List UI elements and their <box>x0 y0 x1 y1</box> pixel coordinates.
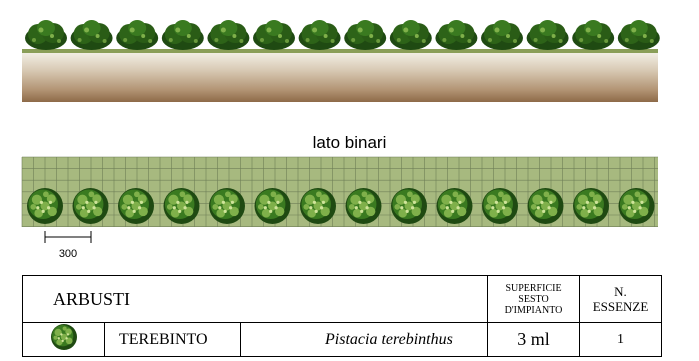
earth-embankment <box>22 52 658 102</box>
shrub-elevation-icon <box>435 20 478 50</box>
table-row: TEREBINTO Pistacia terebinthus 3 ml 1 <box>22 322 662 357</box>
plan-view <box>21 156 658 243</box>
table-header-row: ARBUSTI SUPERFICIE SESTO D'IMPIANTO N. E… <box>22 275 662 323</box>
shrub-plan-icon <box>209 188 245 224</box>
shrub-plan-icon <box>50 324 77 350</box>
shrub-elevation-icon <box>116 20 159 50</box>
shrub-plan-icon <box>527 188 564 224</box>
shrub-elevation-icon <box>389 20 432 50</box>
shrub-elevation-icon <box>344 20 387 50</box>
elevation-view <box>22 20 660 102</box>
shrub-elevation-icon <box>207 20 250 50</box>
species-icon-cell <box>22 322 105 357</box>
dimension-line <box>44 231 92 243</box>
shrub-elevation-icon <box>572 20 615 50</box>
category-label: ARBUSTI <box>22 275 488 323</box>
shrub-plan-icon <box>50 324 77 350</box>
shrub-plan-icon <box>391 188 427 224</box>
shrub-elevation-icon <box>161 20 204 50</box>
dimension-label: 300 <box>58 248 78 260</box>
shrub-plan-icon <box>482 188 518 224</box>
shrub-elevation-icon <box>25 20 67 50</box>
header-sesto: SUPERFICIE SESTO D'IMPIANTO <box>487 275 580 323</box>
shrub-plan-icon <box>72 188 109 224</box>
shrub-plan-icon <box>118 188 154 224</box>
section-label: lato binari <box>312 133 387 152</box>
shrub-plan-icon <box>163 188 200 224</box>
shrub-elevation-icon <box>298 20 341 50</box>
count-value: 1 <box>579 322 662 357</box>
latin-name: Pistacia terebinthus <box>240 322 488 357</box>
shrub-plan-icon <box>345 188 382 224</box>
shrub-plan-icon <box>436 188 473 224</box>
common-name: TEREBINTO <box>104 322 241 357</box>
sesto-value: 3 ml <box>487 322 580 357</box>
shrub-elevation-icon <box>70 20 113 50</box>
shrub-plan-icon <box>300 188 336 224</box>
header-n-essenze: N. ESSENZE <box>579 275 662 323</box>
plan-shrubs <box>27 188 655 224</box>
shrub-elevation-icon <box>481 20 523 50</box>
shrub-elevation-icon <box>253 20 295 50</box>
shrub-plan-icon <box>254 188 291 224</box>
shrub-plan-icon <box>27 188 63 224</box>
elevation-trees <box>25 20 660 50</box>
shrub-elevation-icon <box>526 20 569 50</box>
planting-grid <box>21 156 658 227</box>
species-table: ARBUSTI SUPERFICIE SESTO D'IMPIANTO N. E… <box>22 275 662 357</box>
shrub-elevation-icon <box>617 20 660 50</box>
ground-line <box>22 49 658 53</box>
shrub-plan-icon <box>618 188 655 224</box>
shrub-plan-icon <box>573 188 609 224</box>
